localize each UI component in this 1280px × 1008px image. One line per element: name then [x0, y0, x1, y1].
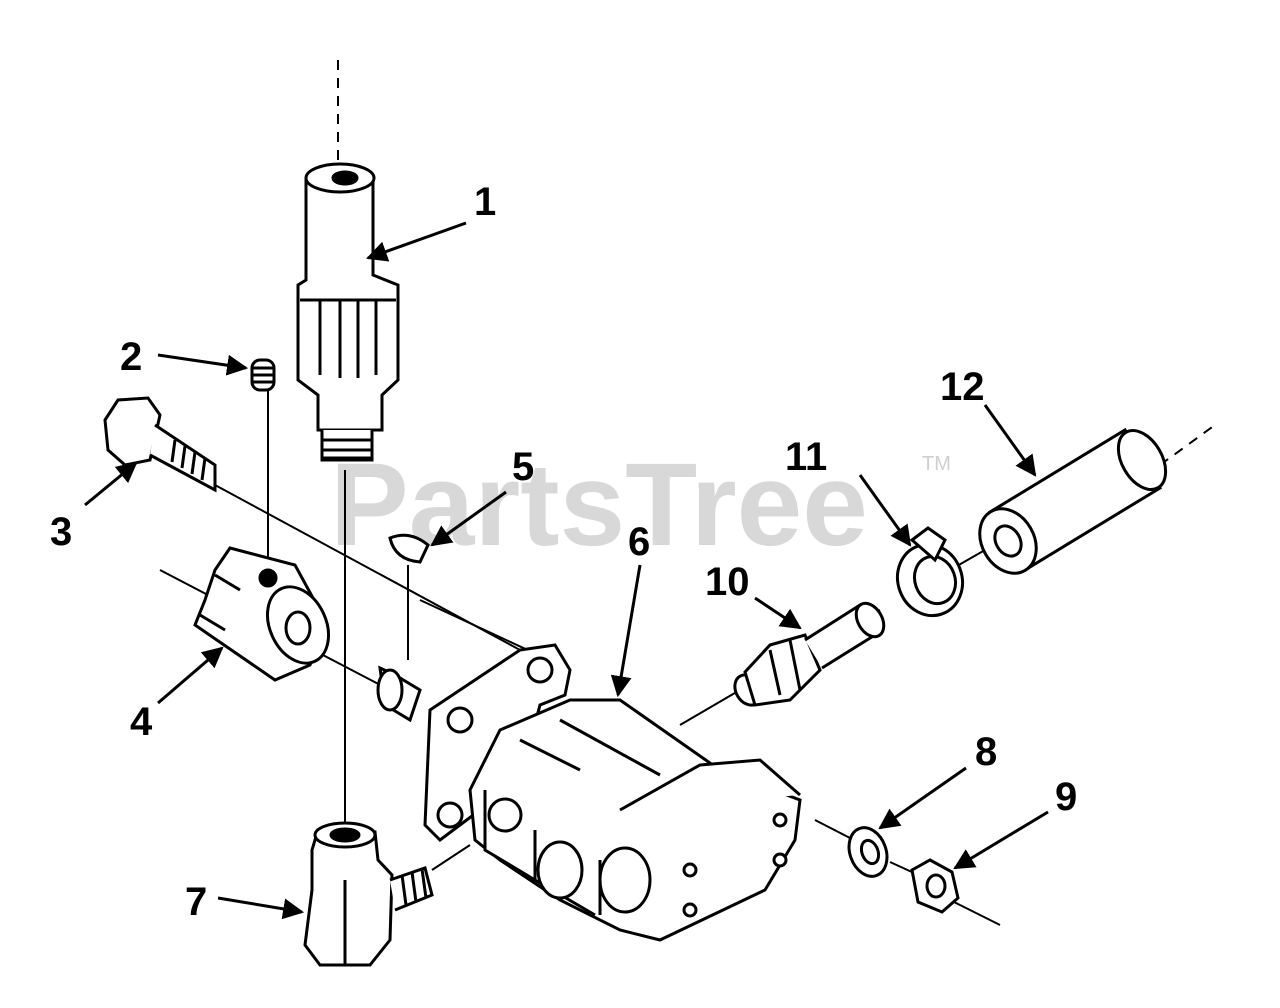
- callout-5: 5: [512, 445, 534, 489]
- leader-4: [157, 646, 224, 705]
- part-set-screw: [250, 358, 276, 392]
- part-bolt: [103, 396, 217, 493]
- callout-1: 1: [474, 180, 496, 224]
- leader-10: [754, 596, 802, 630]
- leader-7: [217, 896, 305, 920]
- leader-9: [953, 810, 1049, 870]
- leader-arrows: [84, 221, 1049, 920]
- callout-11: 11: [785, 435, 827, 479]
- callout-8: 8: [975, 730, 997, 774]
- part-washer: [847, 826, 889, 878]
- leader-5: [430, 490, 507, 547]
- callout-4: 4: [130, 700, 153, 744]
- callout-12: 12: [940, 365, 985, 409]
- part-hose-clamp: [896, 526, 964, 618]
- leader-6: [610, 564, 642, 698]
- callout-7: 7: [185, 880, 207, 924]
- part-hose: [978, 427, 1168, 575]
- callout-2: 2: [120, 335, 142, 379]
- callout-3: 3: [50, 510, 72, 554]
- part-hex-nut: [910, 858, 960, 914]
- part-woodruff-key: [388, 533, 430, 564]
- callout-10: 10: [705, 560, 750, 604]
- callout-9: 9: [1055, 775, 1077, 819]
- part-fitting-tube: [296, 162, 400, 462]
- leader-8: [878, 766, 967, 830]
- part-hose-fitting: [733, 601, 886, 707]
- callout-6: 6: [628, 520, 650, 564]
- part-hydraulic-pump: [376, 643, 802, 942]
- leader-1: [366, 221, 467, 262]
- leader-12: [983, 404, 1037, 477]
- part-elbow-fitting: [303, 821, 434, 967]
- leader-2: [157, 353, 249, 376]
- watermark-trademark: TM: [922, 453, 951, 475]
- part-coupler: [193, 546, 330, 682]
- callout-labels: 1 2 3 4 5 6 7 8 9 10 11 12: [50, 180, 1077, 924]
- leader-11: [858, 474, 912, 547]
- leader-3: [84, 461, 138, 507]
